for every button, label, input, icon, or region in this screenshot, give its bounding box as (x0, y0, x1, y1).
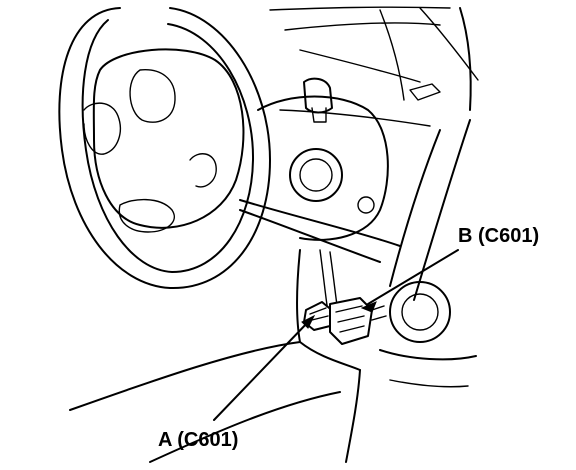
leader-b (360, 249, 459, 313)
center-console (345, 119, 477, 463)
floor-panel (69, 249, 361, 463)
callout-a-label: A (C601) (158, 429, 238, 451)
leader-a (213, 314, 316, 421)
connector-b (329, 297, 387, 345)
steering-column (257, 77, 389, 241)
steering-wheel (58, 7, 271, 290)
callout-b-label: B (C601) (458, 225, 539, 247)
dashboard (239, 6, 479, 263)
